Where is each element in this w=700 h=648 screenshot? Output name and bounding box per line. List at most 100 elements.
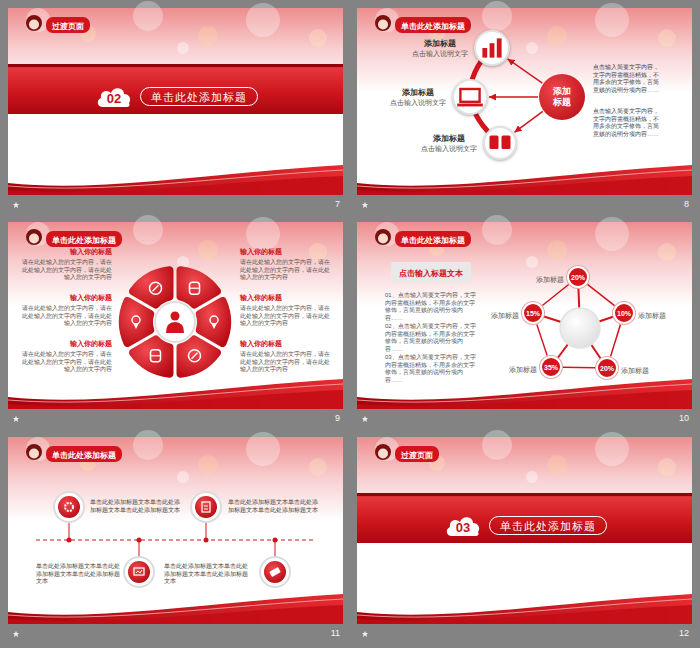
slide-panel: 过渡页面03单击此处添加标题12 — [357, 437, 692, 624]
badge-text: 单击此处添加标题 — [52, 236, 116, 245]
connector-line — [537, 324, 547, 355]
connector-line — [611, 324, 621, 356]
item-title: 输入你的标题 — [18, 340, 112, 349]
bokeh-dot — [658, 458, 676, 476]
badge-text: 单击此处添加标题 — [52, 451, 116, 460]
slide-ground — [357, 437, 692, 624]
header-badge: 单击此处添加标题 — [395, 17, 471, 33]
body-text: 请在此处输入您的文字内容，请在此处输入您的文字内容，请在此处输入您的文字内容 — [18, 305, 112, 328]
petal-segment — [177, 335, 222, 377]
decoration — [482, 48, 487, 58]
label-group: 添加标题点击输入说明文字 — [412, 38, 468, 58]
icon-glyph — [454, 81, 486, 113]
cloud-outline — [98, 88, 130, 107]
slide-artwork — [8, 215, 343, 422]
header-badge: 过渡页面 — [46, 17, 90, 33]
decoration — [136, 570, 142, 573]
title-band — [357, 493, 692, 543]
decoration — [132, 316, 140, 324]
center-disc — [560, 308, 600, 348]
percent-value: 20% — [571, 274, 585, 281]
petal-icon — [150, 282, 162, 294]
transition-icon — [362, 631, 368, 637]
center-disc — [155, 302, 195, 342]
slide-number: 10 — [679, 413, 689, 423]
percent-value: 20% — [600, 365, 614, 372]
decoration — [202, 502, 210, 512]
decoration — [190, 282, 200, 294]
avatar-icon — [378, 234, 388, 244]
bokeh-dot — [246, 432, 280, 466]
body-text: 请在此处输入您的文字内容，请在此处输入您的文字内容，请在此处输入您的文字内容 — [240, 351, 334, 374]
percent-value: 35% — [544, 364, 558, 371]
decoration — [134, 568, 144, 575]
timeline-stem — [139, 540, 140, 557]
item-title: 输入你的标题 — [240, 340, 334, 349]
avatar-icon — [26, 15, 42, 31]
avatar-icon — [29, 234, 39, 244]
bokeh-dot — [133, 1, 163, 31]
bokeh-dot — [309, 29, 327, 47]
milestone-disc — [195, 496, 217, 518]
bokeh-dot — [526, 42, 538, 54]
header-badge: 单击此处添加标题 — [395, 231, 471, 247]
bokeh-dot — [198, 455, 218, 475]
slide-number: 11 — [331, 628, 340, 638]
bokeh-dot — [198, 26, 218, 46]
red-wave — [8, 605, 343, 624]
slide-artwork — [357, 215, 692, 422]
bokeh-dot — [309, 243, 327, 261]
label-group: 添加标题 — [536, 268, 564, 286]
item-heading: 添加标题 — [390, 87, 446, 98]
title-box: 点击输入标题文本 — [391, 262, 471, 282]
connector-line — [542, 284, 568, 305]
item-heading: 添加标题 — [621, 367, 649, 374]
red-wave — [8, 165, 343, 195]
bokeh-dot — [547, 455, 567, 475]
transition-icon — [362, 416, 368, 422]
decoration — [502, 136, 511, 150]
section-number: 03 — [456, 520, 470, 535]
bokeh-dot — [658, 243, 676, 261]
item-title: 输入你的标题 — [18, 248, 112, 257]
timeline-dot — [67, 538, 72, 543]
avatar-icon — [26, 229, 42, 245]
milestone-disc — [58, 496, 80, 518]
percent-circle: 35%添加标题 — [540, 356, 562, 378]
label-group: 添加标题点击输入说明文字 — [390, 87, 446, 107]
avatar-icon — [375, 444, 391, 460]
milestone-icon — [269, 567, 281, 577]
timeline-dot — [273, 538, 278, 543]
icon-circle: 添加标题点击输入说明文字 — [452, 79, 488, 115]
bokeh-dot — [177, 471, 189, 483]
section-title: 单击此处添加标题 — [151, 91, 247, 103]
wave-highlight — [357, 599, 692, 617]
wave-highlight — [8, 384, 343, 402]
decoration — [490, 43, 495, 57]
milestone-ring — [260, 557, 290, 587]
red-wave — [8, 594, 343, 624]
red-wave — [357, 594, 692, 624]
decoration — [153, 285, 159, 291]
slide-panel: 单击此处添加标题点击输入标题文本20%添加标题10%添加标题20%添加标题35%… — [357, 222, 692, 409]
slide-glow — [357, 437, 692, 624]
bokeh-dot — [198, 240, 218, 260]
avatar-icon — [26, 444, 42, 460]
bokeh-dot — [482, 1, 512, 31]
body-text: 单击此处添加标题文本单击此处添加标题文本单击此处添加标题文本 — [90, 499, 180, 514]
timeline-stem — [69, 522, 70, 540]
decoration — [211, 323, 217, 329]
slide-number: 9 — [335, 413, 340, 423]
percent-circle: 20%添加标题 — [596, 357, 618, 379]
decoration — [490, 136, 499, 150]
slide-number: 12 — [679, 628, 689, 638]
connector-line — [508, 59, 543, 83]
icon-circle: 添加标题点击输入说明文字 — [483, 126, 517, 160]
petal-icon — [189, 350, 201, 362]
wave-highlight — [8, 599, 343, 617]
milestone-ring — [124, 557, 154, 587]
red-wave — [357, 379, 692, 409]
bokeh-dot — [526, 256, 538, 268]
label-group: 添加标题 — [509, 358, 537, 376]
avatar-icon — [29, 449, 39, 459]
